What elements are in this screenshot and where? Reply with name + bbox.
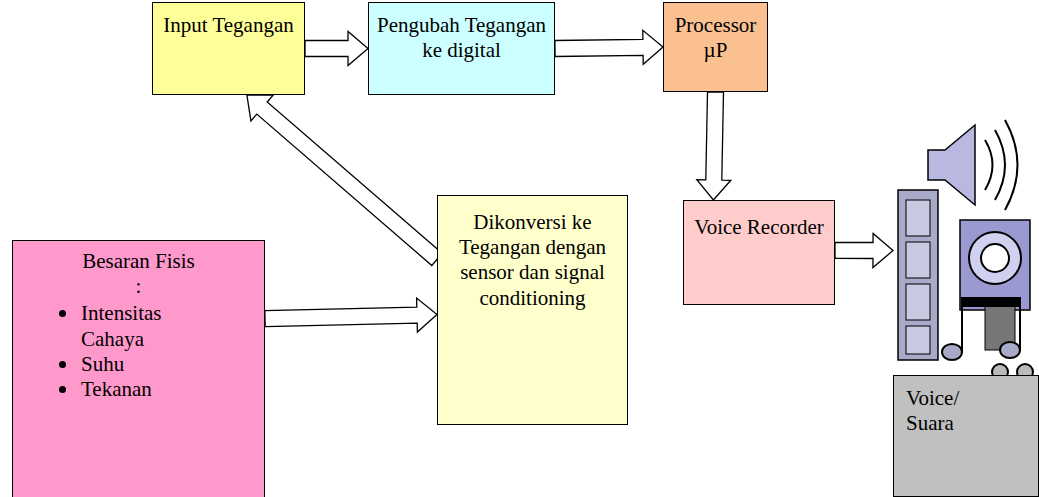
box-label: Dikonversi ke Tegangan dengan sensor dan… — [452, 210, 613, 311]
box-label: Processor µP — [668, 13, 763, 63]
list-item: Intensitas Cahaya — [53, 301, 199, 351]
bullet-dot — [59, 310, 66, 317]
block-arrow — [555, 30, 663, 64]
box-label: Voice Recorder — [690, 215, 828, 240]
music-notes — [942, 298, 1033, 380]
bullet-dot — [59, 386, 66, 393]
block-arrow — [305, 32, 368, 66]
block-arrow — [247, 95, 442, 266]
block-arrow — [697, 92, 731, 200]
process-box: Dikonversi ke Tegangan dengan sensor dan… — [437, 195, 628, 425]
process-box: Input Tegangan — [152, 2, 305, 95]
output-group: Voice/ Suara — [893, 115, 1039, 497]
block-arrow — [265, 298, 437, 332]
process-box: Voice Recorder — [683, 200, 835, 305]
process-box: Processor µP — [663, 2, 768, 92]
box-label: Input Tegangan — [159, 13, 298, 38]
block-arrow — [835, 234, 893, 268]
list-item: Suhu — [53, 352, 199, 377]
list-item: Tekanan — [53, 377, 199, 402]
output-label: Voice/ Suara — [893, 375, 1039, 497]
process-box: Pengubah Tegangan ke digital — [368, 2, 555, 95]
input-box: Besaran Fisis :Intensitas CahayaSuhuTeka… — [12, 240, 265, 497]
speaker-icon — [928, 125, 975, 205]
box-label: Pengubah Tegangan ke digital — [375, 13, 548, 63]
heading-text: Besaran Fisis : — [79, 249, 199, 299]
bullet-dot — [59, 361, 66, 368]
film-strip — [898, 190, 938, 360]
